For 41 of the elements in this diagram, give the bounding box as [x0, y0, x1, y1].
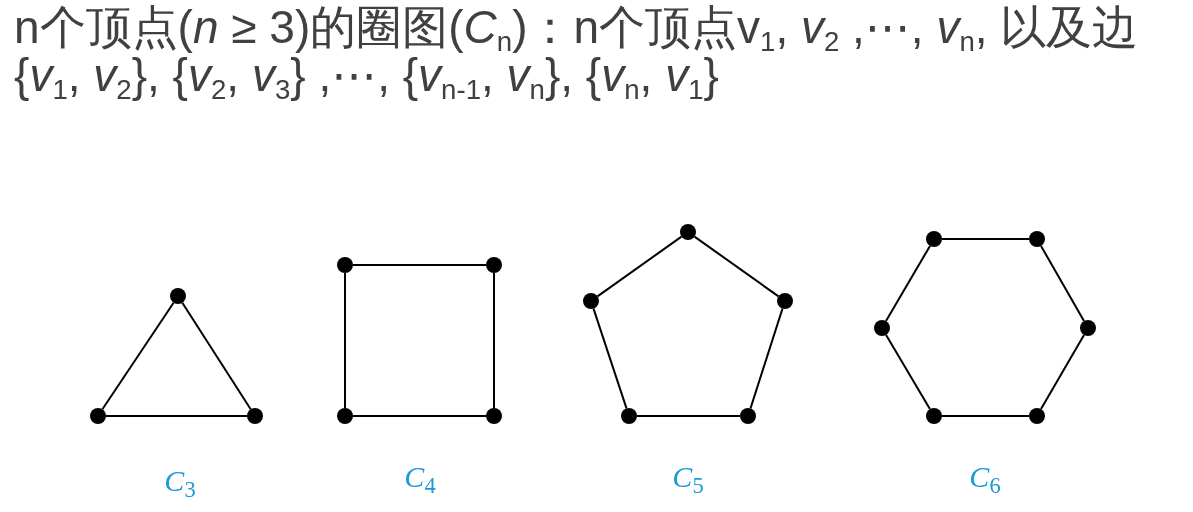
graph-label: C$_{5}$	[672, 460, 704, 494]
vertex-dot	[90, 408, 106, 424]
vertex-dot	[583, 293, 599, 309]
graph-edge	[749, 307, 784, 410]
graph-edge	[352, 415, 487, 417]
graph-edge	[105, 415, 248, 417]
vertex-dot	[170, 288, 186, 304]
graph-edge	[1040, 244, 1085, 323]
graph-edge	[1040, 333, 1085, 411]
graph-edge	[352, 264, 487, 266]
graph-edge	[693, 235, 780, 298]
vertex-dot	[1029, 408, 1045, 424]
graph-edge	[885, 333, 931, 411]
graph-edge	[493, 272, 495, 409]
graph-edge	[592, 307, 628, 410]
graph-edge	[941, 415, 1030, 417]
vertex-dot	[926, 231, 942, 247]
vertex-dot	[247, 408, 263, 424]
title-text: n个顶点(n ≥ 3)的圈图(C$_{n}$)：n个顶点v$_{1}$, v$_{2}$ ,⋯, v$_{n}$, 以及边 {v$_{1}$, v$_{2}$}, {v$_{2}$, v$_{3}$} ,⋯, {v$_{n-1}$, v$_{n}$}, {v$_{n}$, v$_{1}$}	[14, 3, 1140, 99]
graph-label: C$_{6}$	[969, 460, 1001, 494]
graph-edge	[941, 238, 1030, 240]
graph-label: C$_{3}$	[164, 464, 196, 498]
vertex-dot	[740, 408, 756, 424]
vertex-dot	[337, 408, 353, 424]
vertex-dot	[621, 408, 637, 424]
vertex-dot	[777, 293, 793, 309]
graph-edge	[101, 301, 175, 411]
graph-edge	[885, 244, 931, 323]
graph-label: C$_{4}$	[404, 460, 436, 494]
vertex-dot	[874, 320, 890, 336]
vertex-dot	[1080, 320, 1096, 336]
vertex-dot	[1029, 231, 1045, 247]
graph-edge	[636, 415, 741, 417]
vertex-dot	[486, 408, 502, 424]
vertex-dot	[337, 257, 353, 273]
graph-edge	[596, 235, 683, 298]
graph-edge	[181, 301, 252, 411]
vertex-dot	[486, 257, 502, 273]
graph-edge	[344, 272, 346, 409]
vertex-dot	[926, 408, 942, 424]
vertex-dot	[680, 224, 696, 240]
